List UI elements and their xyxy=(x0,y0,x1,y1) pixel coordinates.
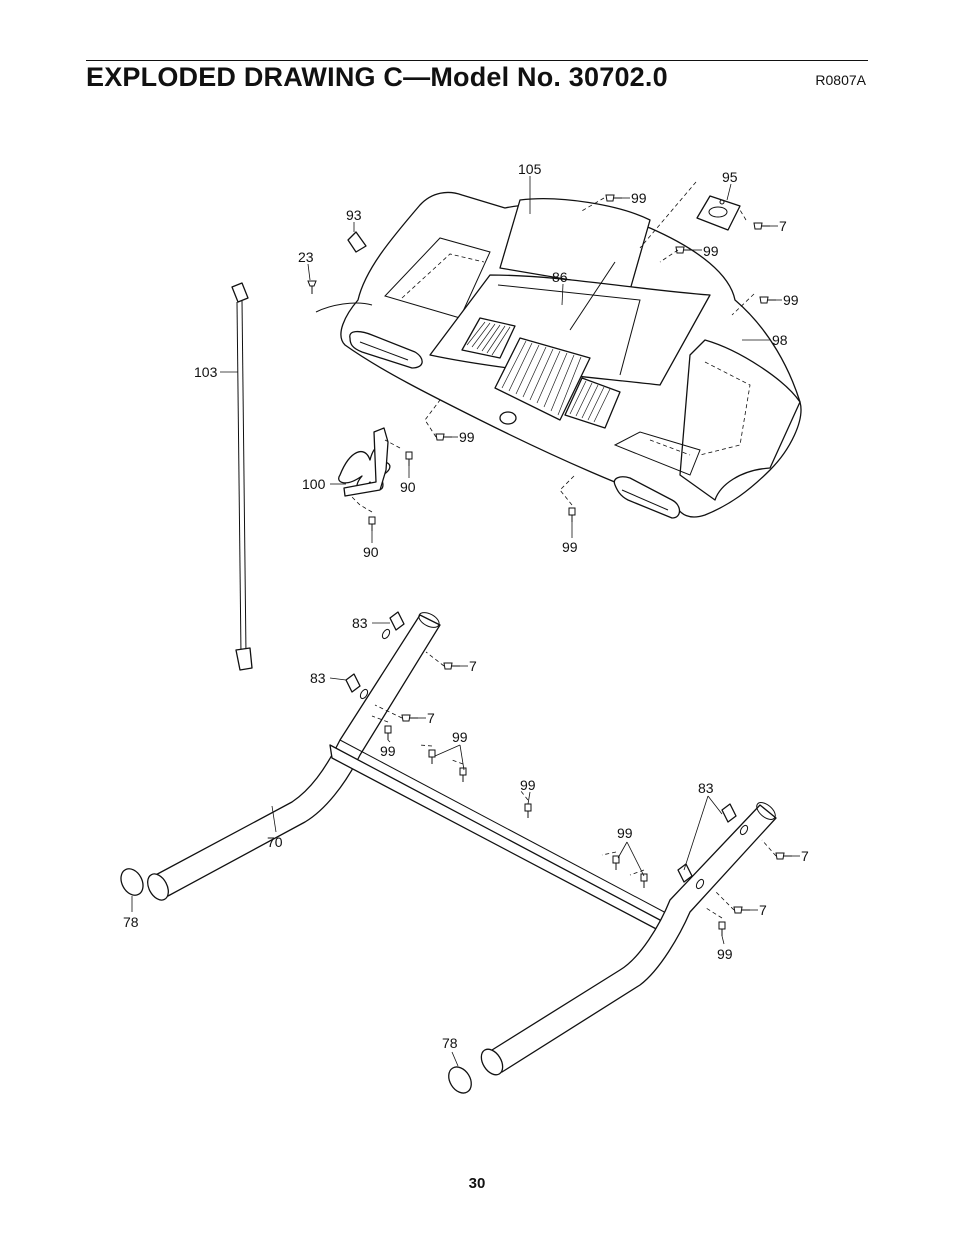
callout-labels: 105 95 99 7 93 99 23 86 99 98 103 99 100… xyxy=(123,161,809,1051)
label-105: 105 xyxy=(518,161,542,177)
label-7-top: 7 xyxy=(779,218,787,234)
part-83-clips xyxy=(345,611,737,883)
label-7-right-upper: 7 xyxy=(801,848,809,864)
label-99-right-arm: 99 xyxy=(783,292,799,308)
header-rule xyxy=(86,60,868,61)
page-title: EXPLODED DRAWING C—Model No. 30702.0 xyxy=(86,62,668,92)
label-99-left: 99 xyxy=(380,743,396,759)
part-23-screw xyxy=(307,280,317,294)
label-99-top: 99 xyxy=(631,190,647,206)
leader-lines xyxy=(131,176,800,1067)
label-98: 98 xyxy=(772,332,788,348)
label-99-front: 99 xyxy=(459,429,475,445)
label-83-upper: 83 xyxy=(352,615,368,631)
label-99-console: 99 xyxy=(703,243,719,259)
part-103-wire xyxy=(231,282,253,671)
part-70-frame xyxy=(147,612,777,1076)
label-7-left-lower: 7 xyxy=(427,710,435,726)
part-78-endcaps xyxy=(120,868,472,1094)
label-7-left-upper: 7 xyxy=(469,658,477,674)
label-90-lower: 90 xyxy=(363,544,379,560)
label-90-upper: 90 xyxy=(400,479,416,495)
label-83-left: 83 xyxy=(310,670,326,686)
label-83-right: 83 xyxy=(698,780,714,796)
screw-icons xyxy=(368,194,792,936)
label-23: 23 xyxy=(298,249,314,265)
label-99-bottom-console: 99 xyxy=(562,539,578,555)
label-99-crossbar-left: 99 xyxy=(452,729,468,745)
label-95: 95 xyxy=(722,169,738,185)
drawing-reference: R0807A xyxy=(815,72,866,88)
label-99-crossbar-right: 99 xyxy=(617,825,633,841)
label-93: 93 xyxy=(346,207,362,223)
part-100-fan xyxy=(338,427,391,497)
part-93-clip xyxy=(347,231,367,253)
label-103: 103 xyxy=(194,364,218,380)
console-cover xyxy=(315,191,802,519)
label-7-right-lower: 7 xyxy=(759,902,767,918)
label-100: 100 xyxy=(302,476,326,492)
label-70: 70 xyxy=(267,834,283,850)
label-86: 86 xyxy=(552,269,568,285)
label-78-right: 78 xyxy=(442,1035,458,1051)
label-78-left: 78 xyxy=(123,914,139,930)
label-99-crossbar-mid: 99 xyxy=(520,777,536,793)
part-95-bracket xyxy=(696,195,741,231)
page-number: 30 xyxy=(468,1175,486,1192)
label-99-right: 99 xyxy=(717,946,733,962)
assembly-lines xyxy=(349,181,777,919)
